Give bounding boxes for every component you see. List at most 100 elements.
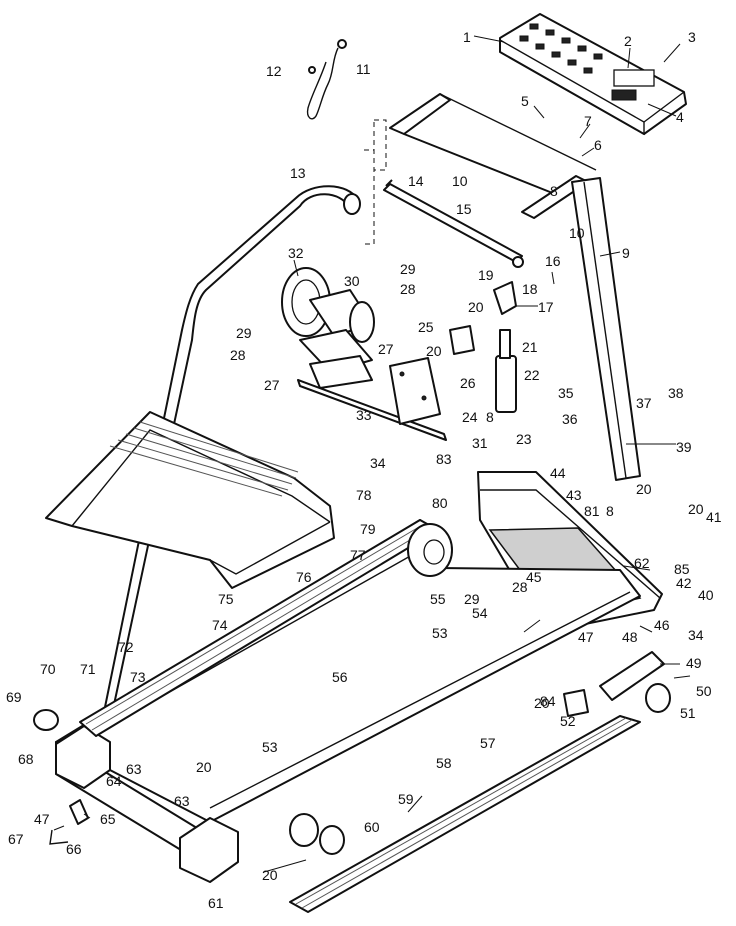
callout-71: 71 bbox=[80, 661, 96, 677]
callout-22: 22 bbox=[524, 367, 540, 383]
callout-11: 11 bbox=[356, 61, 371, 77]
callout-72: 72 bbox=[118, 639, 134, 655]
callout-60: 60 bbox=[364, 819, 380, 835]
callout-18: 18 bbox=[522, 281, 538, 297]
callout-63-left: 63 bbox=[126, 761, 142, 777]
callout-59: 59 bbox=[398, 791, 414, 807]
callout-61: 61 bbox=[208, 895, 224, 911]
callout-53-upper: 53 bbox=[432, 625, 448, 641]
callout-68: 68 bbox=[18, 751, 34, 767]
callout-53-lower: 53 bbox=[262, 739, 278, 755]
callout-66: 66 bbox=[66, 841, 82, 857]
upright-tube bbox=[571, 177, 641, 481]
callout-84: 84 bbox=[540, 693, 556, 709]
callout-42: 42 bbox=[676, 575, 692, 591]
callout-17: 17 bbox=[538, 299, 554, 315]
callout-52: 52 bbox=[560, 713, 576, 729]
callout-76: 76 bbox=[296, 569, 312, 585]
callout-54: 54 bbox=[472, 605, 488, 621]
callout-48: 48 bbox=[622, 629, 638, 645]
small-hardware bbox=[49, 799, 89, 845]
callout-77: 77 bbox=[350, 547, 366, 563]
callout-10-right: 10 bbox=[569, 225, 585, 241]
callout-41: 41 bbox=[706, 509, 722, 525]
callout-30: 30 bbox=[344, 273, 360, 289]
callout-20-base: 20 bbox=[636, 481, 652, 497]
callout-27-top: 27 bbox=[378, 341, 394, 357]
callout-labels: 1 2 3 4 5 6 7 8 8 8 9 10 10 11 12 13 14 … bbox=[6, 29, 722, 911]
callout-39: 39 bbox=[676, 439, 692, 455]
callout-28-right: 28 bbox=[400, 281, 416, 297]
side-rail-right bbox=[289, 715, 641, 913]
callout-69: 69 bbox=[6, 689, 22, 705]
callout-6: 6 bbox=[594, 137, 602, 153]
callout-51: 51 bbox=[680, 705, 696, 721]
callout-64: 64 bbox=[106, 773, 122, 789]
callout-36: 36 bbox=[562, 411, 578, 427]
callout-85: 85 bbox=[674, 561, 690, 577]
callout-63-right: 63 bbox=[174, 793, 190, 809]
front-foot bbox=[563, 651, 671, 717]
callout-49: 49 bbox=[686, 655, 702, 671]
callout-80: 80 bbox=[432, 495, 448, 511]
callout-24: 24 bbox=[462, 409, 478, 425]
front-roller bbox=[407, 523, 453, 577]
callout-8-bolt: 8 bbox=[486, 409, 494, 425]
callout-5: 5 bbox=[521, 93, 529, 109]
safety-key bbox=[306, 39, 347, 120]
callout-20-bracket: 20 bbox=[688, 501, 704, 517]
callout-7: 7 bbox=[584, 113, 592, 129]
callout-34-lower: 34 bbox=[688, 627, 704, 643]
callout-57: 57 bbox=[480, 735, 496, 751]
callout-8-upright: 8 bbox=[550, 183, 558, 199]
callout-45: 45 bbox=[526, 569, 542, 585]
callout-33: 33 bbox=[356, 407, 372, 423]
callout-8-base: 8 bbox=[606, 503, 614, 519]
callout-1: 1 bbox=[463, 29, 471, 45]
callout-62: 62 bbox=[634, 555, 650, 571]
callout-50: 50 bbox=[696, 683, 712, 699]
callout-3: 3 bbox=[688, 29, 696, 45]
callout-28-deck: 28 bbox=[512, 579, 528, 595]
callout-83: 83 bbox=[436, 451, 452, 467]
callout-14: 14 bbox=[408, 173, 424, 189]
console-part bbox=[499, 13, 687, 136]
callout-73: 73 bbox=[130, 669, 146, 685]
callout-37: 37 bbox=[636, 395, 652, 411]
callout-12: 12 bbox=[266, 63, 282, 79]
callout-20-rear: 20 bbox=[196, 759, 212, 775]
upper-frame bbox=[364, 93, 597, 245]
callout-13: 13 bbox=[290, 165, 306, 181]
callout-29-left: 29 bbox=[236, 325, 252, 341]
callout-47-right: 47 bbox=[578, 629, 594, 645]
leader-lines bbox=[53, 35, 691, 873]
callout-10-upper: 10 bbox=[452, 173, 468, 189]
callout-28-left: 28 bbox=[230, 347, 246, 363]
callout-38: 38 bbox=[668, 385, 684, 401]
callout-56: 56 bbox=[332, 669, 348, 685]
callout-67: 67 bbox=[8, 831, 24, 847]
callout-75: 75 bbox=[218, 591, 234, 607]
callout-79: 79 bbox=[360, 521, 376, 537]
callout-9: 9 bbox=[622, 245, 630, 261]
motor-mount bbox=[297, 355, 447, 441]
callout-16: 16 bbox=[545, 253, 561, 269]
callout-4: 4 bbox=[676, 109, 684, 125]
callout-74: 74 bbox=[212, 617, 228, 633]
callout-15: 15 bbox=[456, 201, 472, 217]
bracket-part bbox=[449, 325, 475, 355]
callout-78: 78 bbox=[356, 487, 372, 503]
callout-29-right: 29 bbox=[400, 261, 416, 277]
callout-25: 25 bbox=[418, 319, 434, 335]
callout-20-leveler: 20 bbox=[262, 867, 278, 883]
end-cap bbox=[33, 709, 59, 731]
callout-35: 35 bbox=[558, 385, 574, 401]
callout-46: 46 bbox=[654, 617, 670, 633]
callout-20-board: 20 bbox=[426, 343, 442, 359]
callout-58: 58 bbox=[436, 755, 452, 771]
callout-21: 21 bbox=[522, 339, 538, 355]
callout-27-left: 27 bbox=[264, 377, 280, 393]
callout-26: 26 bbox=[460, 375, 476, 391]
callout-81: 81 bbox=[584, 503, 600, 519]
